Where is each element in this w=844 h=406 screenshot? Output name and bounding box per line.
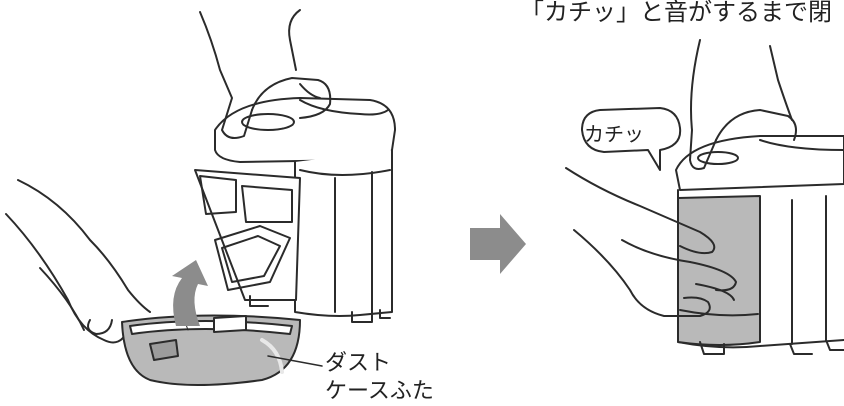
- rotate-lid-arrow: [172, 260, 208, 331]
- label-leader-line: [267, 355, 323, 367]
- right-top-hand: [689, 39, 797, 170]
- right-cleaner-unit: [675, 135, 844, 355]
- dust-case-lid-label: ダスト ケースふた: [325, 350, 434, 406]
- left-bottom-hand: [5, 179, 151, 344]
- dust-case-lid-label-line2: ケースふた: [325, 379, 434, 404]
- dust-case-lid-label-line1: ダスト: [325, 351, 392, 376]
- left-top-hand: [199, 9, 332, 139]
- right-pushing-hand: [565, 167, 737, 317]
- next-step-arrow: [470, 214, 526, 274]
- sound-speech-bubble: [581, 107, 682, 171]
- sound-bubble-text: カチッ: [584, 122, 644, 146]
- dust-case-lid: [121, 314, 301, 386]
- left-cleaner-unit: [194, 97, 396, 323]
- instruction-caption: 「カチッ」と音がするまで閉: [520, 0, 832, 26]
